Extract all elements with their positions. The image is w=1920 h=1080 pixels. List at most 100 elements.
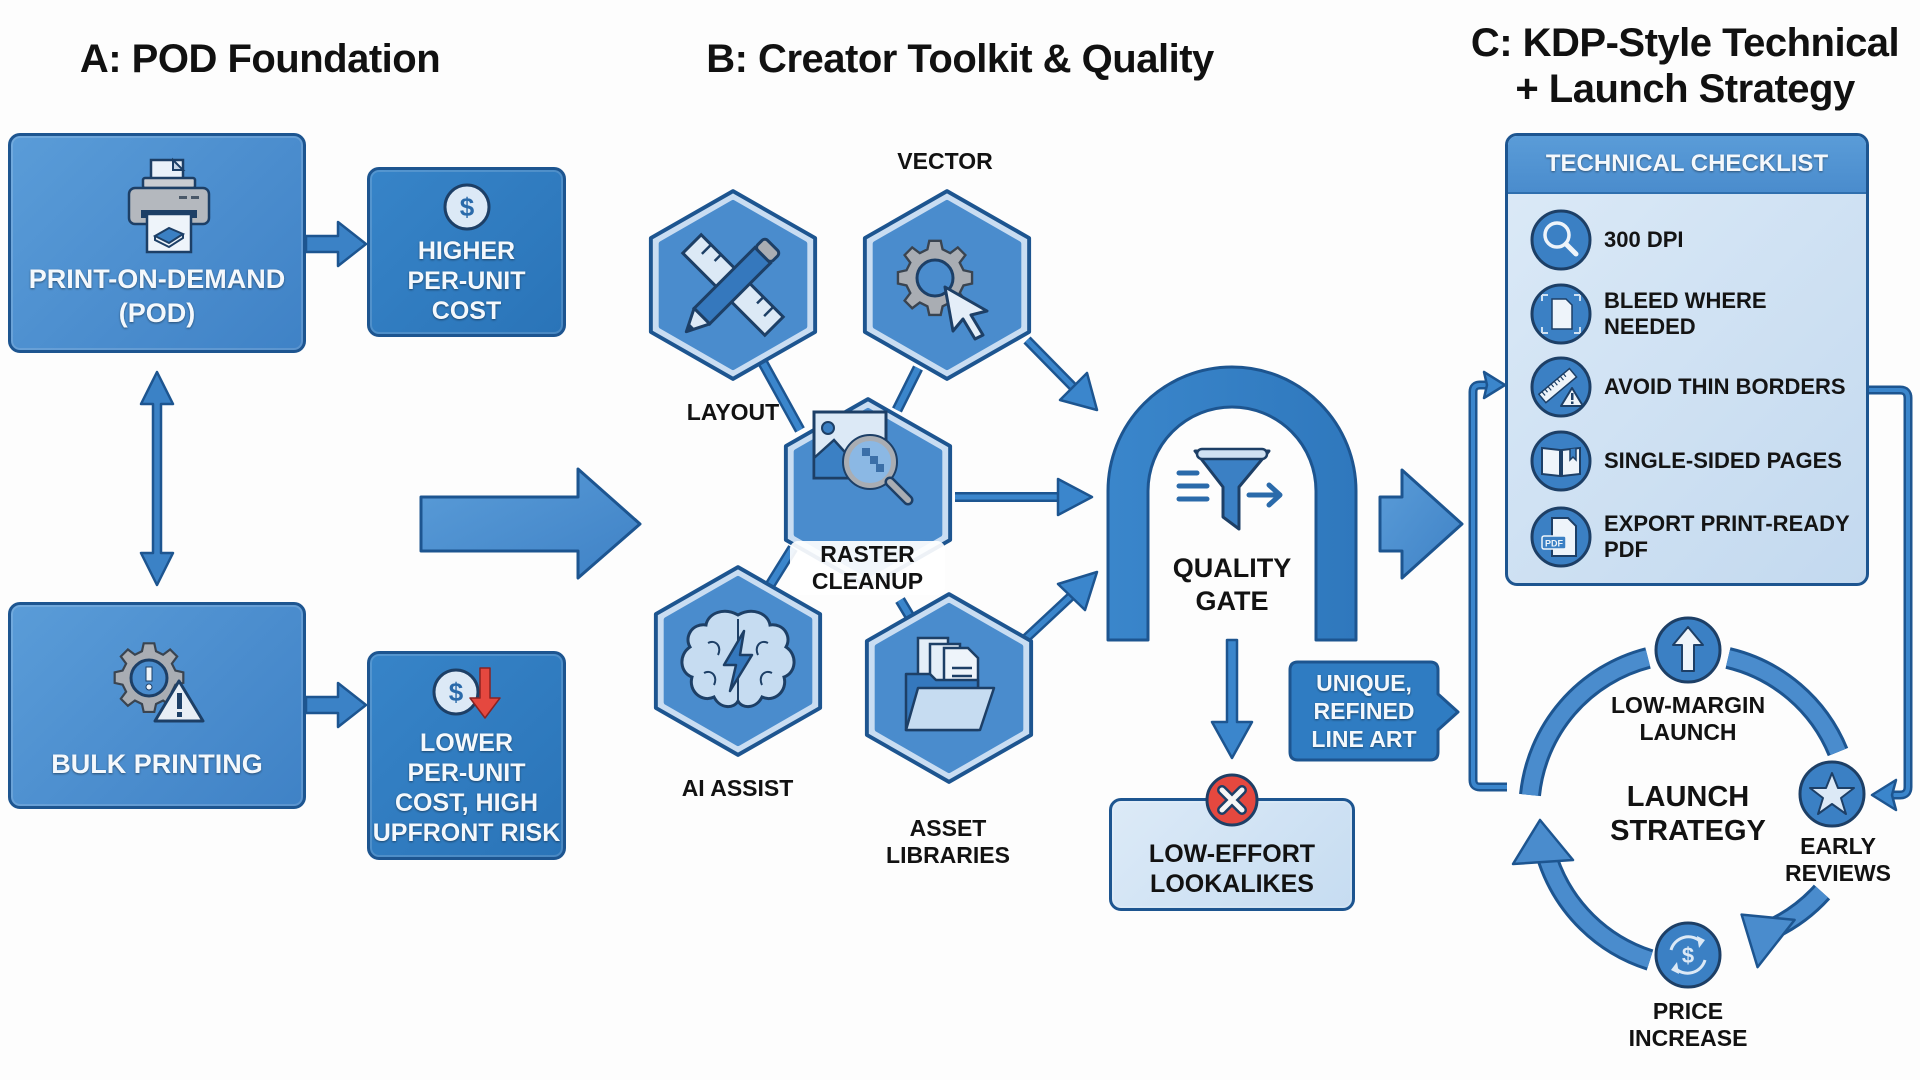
funnel-icon [1176,447,1283,531]
unique-line-art-callout [1288,660,1460,762]
arrow-vector-to-gate [1023,336,1099,412]
higher-cost-line2: PER-UNIT [407,267,526,295]
launch-center-line1: LAUNCH [1626,781,1750,813]
higher-cost-box[interactable]: $ HIGHER PER-UNIT COST [367,167,566,337]
magnifier-icon [1530,209,1592,271]
big-arrow-b-to-c [1378,468,1464,580]
lower-cost-line4: UPFRONT RISK [372,819,561,847]
quality-gate-arch [1106,365,1358,642]
checklist-item-single-sided: SINGLE-SIDED PAGES [1530,430,1860,492]
x-circle-icon [1205,773,1259,827]
low-margin-line2: LAUNCH [1639,719,1737,745]
hex-ai-assist[interactable] [656,567,820,755]
unique-line3: LINE ART [1311,726,1417,752]
svg-text:$: $ [1682,943,1694,968]
folder-files-icon [904,636,996,732]
hex-layout[interactable] [651,191,815,379]
launch-strategy-center-label: LAUNCH STRATEGY [1590,780,1786,848]
big-arrow-a-to-b [419,467,642,580]
pdf-file-icon: PDF [1530,506,1592,568]
lower-cost-line3: COST, HIGH [394,789,539,817]
checklist-item-bleed: BLEED WHERE NEEDED [1530,283,1860,345]
connector-checklist-to-reviews [1868,385,1913,812]
checklist-label: BLEED WHERE NEEDED [1604,288,1767,339]
checklist-item-300-dpi: 300 DPI [1530,209,1860,271]
low-margin-launch-label: LOW-MARGIN LAUNCH [1590,692,1786,746]
early-reviews-label: EARLY REVIEWS [1770,833,1906,887]
lower-cost-line2: PER-UNIT [407,759,526,787]
higher-cost-line1: HIGHER [417,237,516,265]
pdf-icon-text: PDF [1545,539,1564,549]
image-magnifier-icon [812,410,914,506]
svg-text:$: $ [449,677,464,707]
layout-label: LAYOUT [686,399,780,425]
arrow-raster-to-gate [955,477,1094,517]
checklist-label: EXPORT PRINT-READY PDF [1604,511,1850,563]
section-c-title: C: KDP-Style Technical + Launch Strategy [1440,20,1920,112]
bulk-printing-label: BULK PRINTING [51,749,263,779]
bulk-printing-box[interactable]: BULK PRINTING [8,602,306,809]
dollar-cycle-icon: $ [1654,921,1722,989]
ai-assist-label: AI ASSIST [681,775,794,801]
price-increase-line1: PRICE [1652,998,1724,1024]
arrow-gate-to-reject [1210,638,1254,760]
price-increase-label: PRICE INCREASE [1600,998,1776,1052]
printer-book-icon [127,157,211,254]
open-book-icon [1530,430,1592,492]
low-effort-line1: LOW-EFFORT [1148,840,1316,868]
ruler-warning-icon [1530,356,1592,418]
quality-gate-line1: QUALITY [1172,553,1292,583]
vector-label: VECTOR [897,148,993,174]
pod-label: PRINT-ON-DEMAND (POD) [11,262,303,330]
asset-libraries-label: ASSET LIBRARIES [863,815,1033,869]
price-increase-line2: INCREASE [1628,1025,1748,1051]
hex-connectors-fill [760,361,921,622]
unique-line1: UNIQUE, [1316,670,1412,696]
early-reviews-line1: EARLY [1800,833,1876,859]
brain-lightning-icon [680,609,796,708]
star-icon [1798,760,1866,828]
export-label-line1: EXPORT PRINT-READY [1604,511,1850,536]
ruler-pencil-icon [680,232,786,338]
hex-vector[interactable] [865,191,1029,379]
low-effort-line2: LOOKALIKES [1150,870,1314,898]
pod-label-line2: (POD) [118,298,196,328]
unique-line-art-label: UNIQUE, REFINED LINE ART [1290,669,1438,753]
pod-box[interactable]: PRINT-ON-DEMAND (POD) [8,133,306,353]
low-effort-label: LOW-EFFORT LOOKALIKES [1112,839,1352,899]
section-c-title-line1: C: KDP-Style Technical [1470,21,1900,65]
page-expand-icon [1530,283,1592,345]
gear-warning-icon [113,642,205,723]
arrow-pod-to-higher-cost [304,220,368,268]
asset-label-line1: ASSET [909,815,987,841]
hex-raster-cleanup[interactable] [786,399,950,587]
quality-gate-label: QUALITY GATE [1148,552,1316,618]
lower-cost-label: LOWER PER-UNIT COST, HIGH UPFRONT RISK [370,728,563,848]
low-margin-line1: LOW-MARGIN [1610,692,1766,718]
checklist-item-thin-borders: AVOID THIN BORDERS [1530,356,1860,418]
checklist-item-export-pdf: PDF EXPORT PRINT-READY PDF [1530,506,1860,568]
launch-cycle [1511,647,1849,971]
higher-cost-label: HIGHER PER-UNIT COST [370,236,563,326]
quality-gate-line2: GATE [1195,586,1269,616]
checklist-header: TECHNICAL CHECKLIST [1508,136,1866,194]
gear-cursor-icon [896,239,989,341]
checklist-label: SINGLE-SIDED PAGES [1604,448,1842,473]
bidirectional-arrow [139,370,175,587]
early-reviews-line2: REVIEWS [1784,860,1892,886]
raster-label-line1: RASTER [820,541,915,567]
dollar-coin-icon: $ [443,183,491,231]
hex-asset-libraries[interactable] [867,594,1031,782]
export-label-line2: PDF [1604,537,1648,562]
launch-center-line2: STRATEGY [1610,815,1766,847]
connector-launch-to-checklist [1468,370,1507,792]
checklist-label: 300 DPI [1604,227,1684,252]
section-c-title-line2: + Launch Strategy [1515,67,1855,111]
raster-cleanup-label: RASTER CLEANUP [790,541,945,595]
dollar-down-arrow-icon: $ [432,667,501,719]
pod-label-line1: PRINT-ON-DEMAND [28,264,286,294]
checklist-header-label: TECHNICAL CHECKLIST [1545,150,1829,177]
lower-cost-box[interactable]: $ LOWER PER-UNIT COST, HIGH UPFRONT RISK [367,651,566,860]
